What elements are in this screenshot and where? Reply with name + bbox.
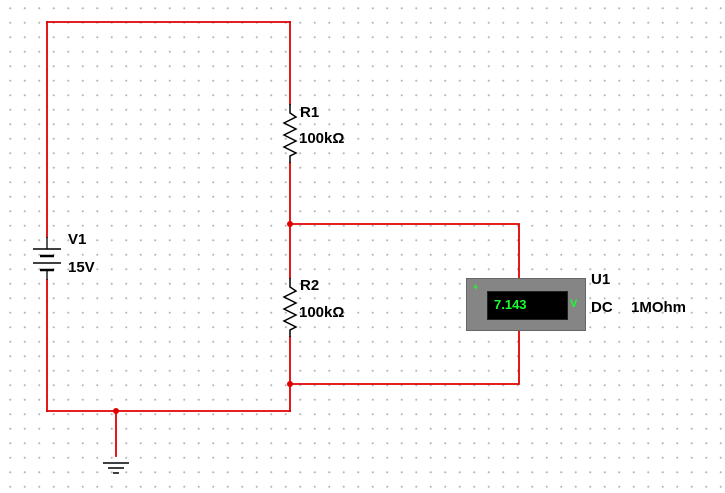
u1-ref-label: U1 — [591, 271, 611, 288]
multimeter-reading: 7.143 — [494, 297, 527, 312]
r1-ref-label: R1 — [300, 104, 320, 121]
junction-node — [113, 408, 119, 414]
wire-to-meter-pos[interactable] — [289, 223, 520, 279]
junction-node — [287, 221, 293, 227]
junction-node — [287, 381, 293, 387]
u1-resistance-label: 1MOhm — [631, 299, 687, 316]
resistor-r1-symbol[interactable] — [282, 104, 298, 163]
u1-mode-label: DC — [591, 299, 613, 316]
v1-value-label: 15V — [68, 259, 95, 276]
v1-ref-label: V1 — [68, 231, 87, 248]
r2-value-label: 100kΩ — [299, 304, 345, 321]
r2-ref-label: R2 — [300, 277, 320, 294]
ground-symbol[interactable] — [103, 462, 129, 474]
resistor-r2-symbol[interactable] — [282, 278, 298, 337]
r1-value-label: 100kΩ — [299, 130, 345, 147]
multimeter-unit: V — [570, 298, 578, 310]
multimeter-display — [487, 291, 568, 320]
positive-terminal-marker: + — [473, 282, 479, 292]
battery-v1-symbol[interactable] — [33, 237, 61, 280]
wire-from-meter-neg[interactable] — [289, 330, 520, 385]
